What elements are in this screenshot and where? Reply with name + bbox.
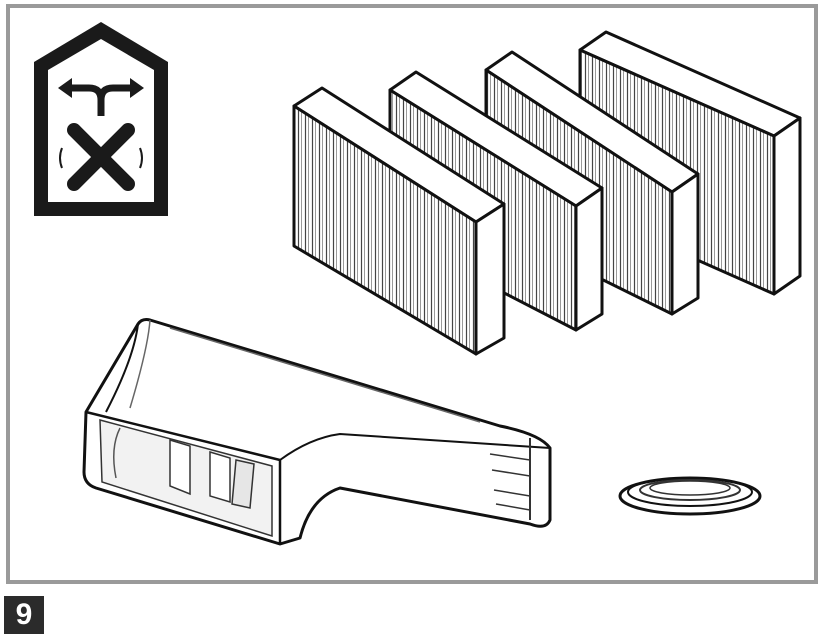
illustration xyxy=(34,22,802,546)
step-number-badge: 9 xyxy=(4,596,44,634)
seal-ring-icon xyxy=(618,476,762,516)
no-recirculation-fan-symbol-icon xyxy=(34,22,168,216)
figure-frame xyxy=(6,4,818,584)
flat-duct-adapter-icon xyxy=(82,318,552,546)
filter-block-1 xyxy=(292,86,506,356)
